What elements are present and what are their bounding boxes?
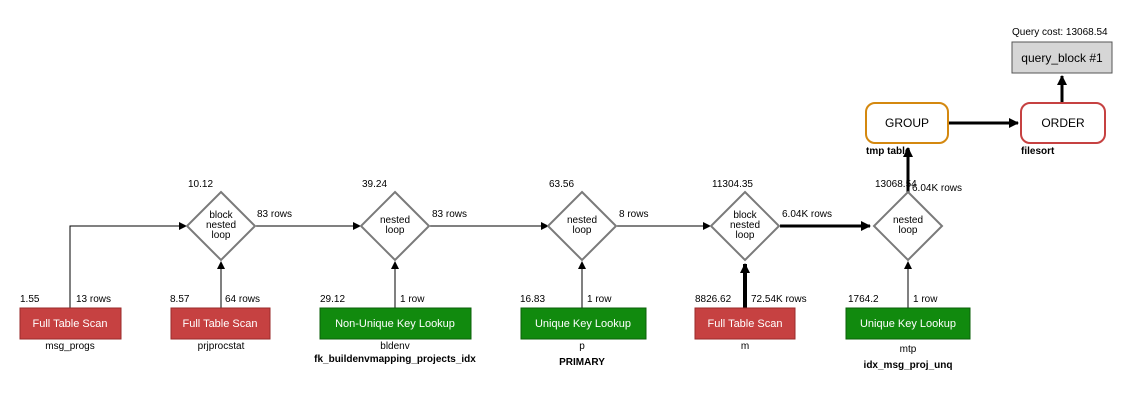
table6-name: mtp [900, 344, 917, 355]
order-node[interactable] [1020, 102, 1106, 144]
table4-rows: 1 row [587, 294, 612, 305]
query-block-label: query_block #1 [1021, 51, 1103, 65]
table2-cost: 8.57 [170, 294, 190, 305]
loop5-diamond[interactable] [872, 190, 944, 262]
table5-type: Full Table Scan [707, 318, 782, 330]
table1-type: Full Table Scan [32, 318, 107, 330]
loop1-out-rows: 83 rows [257, 209, 292, 220]
query-block-box[interactable] [1011, 41, 1113, 74]
loop4-line1: block [733, 210, 757, 221]
table3-type: Non-Unique Key Lookup [335, 318, 455, 330]
table3-cost: 29.12 [320, 294, 345, 305]
loop3-line2: loop [573, 225, 592, 236]
loop4-out-rows: 6.04K rows [782, 209, 832, 220]
table3-rows: 1 row [400, 294, 425, 305]
table4-box[interactable] [520, 307, 647, 340]
table4-cost: 16.83 [520, 294, 545, 305]
loop3-out-rows: 8 rows [619, 209, 648, 220]
table1-name: msg_progs [45, 341, 94, 352]
loop1-cost: 10.12 [188, 179, 213, 190]
table1-rows: 13 rows [76, 294, 111, 305]
loop3-line1: nested [567, 215, 597, 226]
table1-box[interactable] [19, 307, 122, 340]
table4-type: Unique Key Lookup [535, 318, 631, 330]
table3-key: fk_buildenvmapping_projects_idx [314, 354, 476, 365]
loop5-cost: 13068.54 [875, 179, 917, 190]
table6-rows: 1 row [913, 294, 938, 305]
loop4-line3: loop [736, 230, 755, 241]
group-note: tmp table [866, 146, 911, 157]
group-label: GROUP [885, 116, 929, 130]
loop2-line2: loop [386, 225, 405, 236]
loop2-cost: 39.24 [362, 179, 387, 190]
loop2-diamond[interactable] [359, 190, 431, 262]
table6-box[interactable] [845, 307, 971, 340]
loop3-cost: 63.56 [549, 179, 574, 190]
order-label: ORDER [1041, 116, 1085, 130]
table2-name: prjprocstat [198, 341, 245, 352]
loop4-cost: 11304.35 [712, 179, 753, 190]
query-cost-label: Query cost: 13068.54 [1012, 27, 1108, 38]
loop2-line1: nested [380, 215, 410, 226]
loop1-line3: loop [212, 230, 231, 241]
table6-key: idx_msg_proj_unq [864, 360, 953, 371]
table2-rows: 64 rows [225, 294, 260, 305]
loop5-line1: nested [893, 215, 923, 226]
table6-cost: 1764.2 [848, 294, 879, 305]
table3-name: bldenv [380, 341, 409, 352]
loop4-line2: nested [730, 220, 760, 231]
loop1-line2: nested [206, 220, 236, 231]
table5-cost: 8826.62 [695, 294, 732, 305]
loop1-diamond[interactable] [185, 190, 257, 262]
loop5-line2: loop [899, 225, 918, 236]
edge-msg-progs-to-loop1 [69, 222, 187, 308]
table5-box[interactable] [694, 307, 796, 340]
loop1-line1: block [209, 210, 233, 221]
loop2-out-rows: 83 rows [432, 209, 467, 220]
table4-name: p [579, 341, 585, 352]
loop3-diamond[interactable] [546, 190, 618, 262]
order-note: filesort [1021, 146, 1055, 157]
table3-box[interactable] [319, 307, 472, 340]
loop4-diamond[interactable] [709, 190, 781, 262]
loop5-out-rows: 6.04K rows [912, 183, 962, 194]
table6-type: Unique Key Lookup [860, 318, 956, 330]
table4-key: PRIMARY [559, 357, 605, 368]
group-node[interactable] [865, 102, 949, 144]
table5-name: m [741, 341, 749, 352]
table2-type: Full Table Scan [182, 318, 257, 330]
table2-box[interactable] [170, 307, 271, 340]
table5-rows: 72.54K rows [751, 294, 807, 305]
table1-cost: 1.55 [20, 294, 40, 305]
